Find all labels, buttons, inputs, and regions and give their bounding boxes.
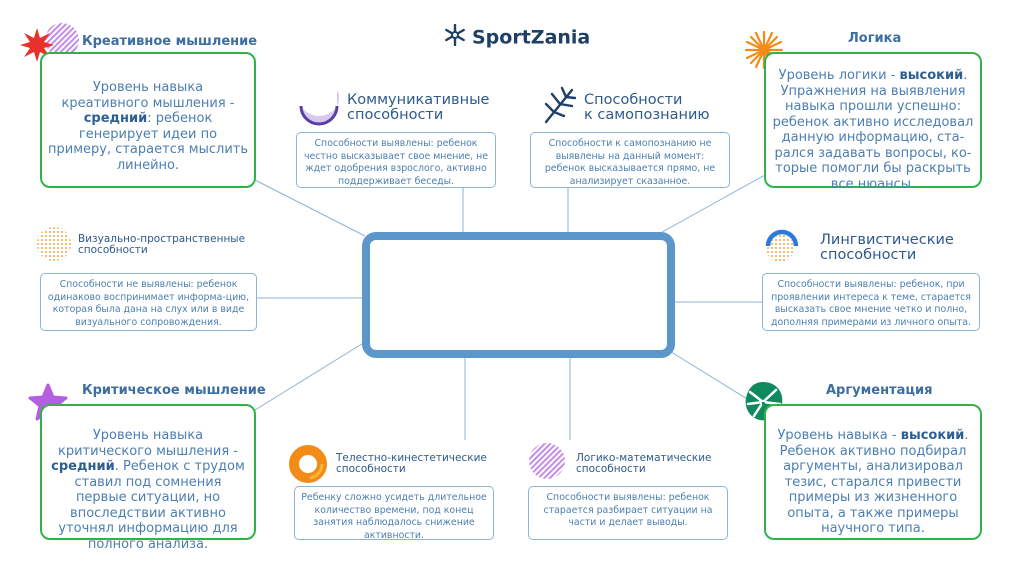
bodily-title: Телестно-кинестетические способности: [336, 453, 487, 475]
leaf-branch-icon: [542, 86, 577, 128]
crescent-icon: [297, 86, 341, 130]
connector-critical: [254, 341, 366, 411]
orange-ring-icon: [288, 444, 328, 488]
logmath-text: Способности выявлены: ребенок старается …: [543, 492, 713, 528]
linguistic-title-line1: Лингвистические: [820, 232, 954, 248]
creative-level: средний: [83, 111, 148, 126]
selfknowledge-title-line2: к самопознанию: [584, 107, 710, 123]
bodily-text: Ребенку сложно усидеть длительное количе…: [301, 492, 487, 541]
dotted-circle-icon: [36, 226, 72, 266]
visual-box: Способности не выявлены: ребенок одинако…: [40, 273, 257, 331]
communicative-text: Способности выявлены: ребенок честно выс…: [303, 138, 489, 187]
snowflake-icon: [444, 23, 466, 51]
bodily-title-line2: способности: [336, 463, 406, 475]
critical-text-pre: Уровень навыка критического мышления -: [58, 428, 238, 459]
logic-text-pre: Уровень логики -: [778, 68, 900, 83]
argument-box: Уровень навыка - высокий. Ребенок активн…: [764, 404, 982, 540]
striped-circle-icon: [44, 22, 80, 62]
critical-text-post: . Ребенок с трудом ставил под сомнения п…: [58, 459, 245, 552]
selfknowledge-text: Способности к самопознанию не выявлены н…: [544, 138, 716, 187]
critical-level: средний: [51, 459, 115, 474]
critical-box: Уровень навыка критического мышления - с…: [40, 404, 256, 552]
logo-text: SportZania: [472, 26, 591, 49]
selfknowledge-title-line1: Способности: [584, 92, 683, 108]
striped-circle-icon-2: [528, 442, 566, 484]
communicative-title: Коммуникативные способности: [347, 93, 489, 123]
creative-text-post: : ребенок генерирует идеи по примеру, ст…: [48, 111, 249, 173]
communicative-title-line1: Коммуникативные: [347, 92, 490, 108]
linguistic-title-line2: способности: [820, 247, 917, 263]
creative-text-pre: Уровень навыка креативного мышления -: [61, 80, 235, 111]
creative-box: Уровень навыка креативного мышления - ср…: [40, 52, 256, 188]
communicative-box: Способности выявлены: ребенок честно выс…: [296, 132, 496, 188]
logic-level: высокий: [899, 68, 964, 83]
connector-logic: [654, 174, 766, 237]
center-node: [362, 232, 675, 358]
logmath-box: Способности выявлены: ребенок старается …: [528, 486, 728, 540]
argument-level: высокий: [900, 428, 965, 443]
argument-text-post: . Ребенок активно подбирал аргументы, ан…: [779, 428, 969, 536]
visual-title-line1: Визуально-пространственные: [78, 233, 246, 245]
critical-title: Критическое мышление: [82, 383, 266, 398]
logmath-title-line1: Логико-математические: [576, 452, 712, 464]
visual-text: Способности не выявлены: ребенок одинако…: [47, 279, 250, 328]
bodily-title-line1: Телестно-кинестетические: [336, 452, 487, 464]
linguistic-text: Способности выявлены: ребенок, при прояв…: [771, 279, 971, 328]
creative-title: Креативное мышление: [82, 34, 258, 49]
linguistic-box: Способности выявлены: ребенок, при прояв…: [762, 273, 980, 331]
logo: SportZania: [444, 23, 591, 51]
communicative-title-line2: способности: [347, 107, 444, 123]
logic-text-post: . Упражнения на выявления навыка прошли …: [772, 68, 974, 192]
connector-creative: [254, 179, 366, 237]
argument-text-pre: Уровень навыка -: [777, 428, 901, 443]
bodily-box: Ребенку сложно усидеть длительное количе…: [294, 486, 494, 541]
visual-title-line2: способности: [78, 244, 148, 256]
arc-ring-icon: [762, 226, 802, 270]
selfknowledge-box: Способности к самопознанию не выявлены н…: [530, 132, 730, 188]
logmath-title: Логико-математические способности: [576, 453, 712, 475]
logmath-title-line2: способности: [576, 463, 646, 475]
selfknowledge-title: Способности к самопознанию: [584, 93, 710, 123]
linguistic-title: Лингвистические способности: [820, 233, 954, 263]
logic-title: Логика: [848, 31, 902, 46]
logic-box: Уровень логики - высокий. Упражнения на …: [764, 52, 982, 192]
argument-title: Аргументация: [826, 383, 933, 398]
visual-title: Визуально-пространственные способности: [78, 234, 245, 256]
